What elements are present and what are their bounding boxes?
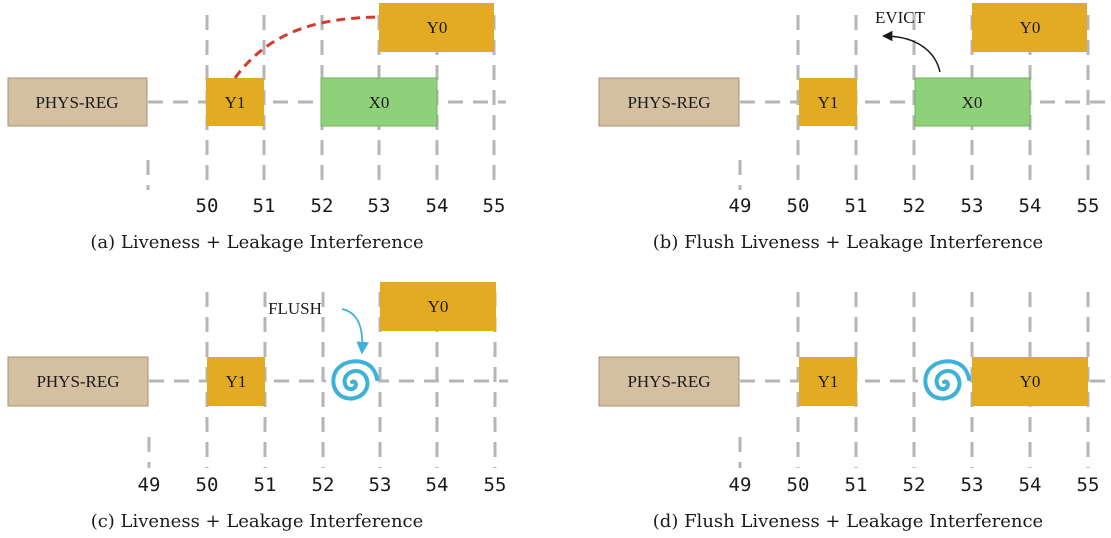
tick-label: 49 bbox=[138, 474, 161, 496]
y1-label: Y1 bbox=[226, 372, 247, 391]
tick-label: 55 bbox=[483, 195, 506, 217]
y1-label: Y1 bbox=[818, 372, 839, 391]
tick-label: 49 bbox=[729, 195, 752, 217]
phys-reg-label: PHYS-REG bbox=[627, 93, 710, 112]
y0-label: Y0 bbox=[427, 18, 448, 37]
tick-label: 53 bbox=[961, 474, 984, 496]
y1-box bbox=[207, 357, 265, 406]
tick-label: 52 bbox=[903, 195, 926, 217]
tick-label: 52 bbox=[312, 474, 335, 496]
flush-spiral-icon bbox=[326, 358, 379, 406]
tick-label: 50 bbox=[787, 474, 810, 496]
tick-label: 55 bbox=[1077, 195, 1100, 217]
y0-label: Y0 bbox=[1020, 18, 1041, 37]
y1-label: Y1 bbox=[818, 93, 839, 112]
tick-label: 52 bbox=[311, 195, 334, 217]
phys-reg-box bbox=[598, 356, 740, 407]
y0-label: Y0 bbox=[428, 297, 449, 316]
tick-label: 50 bbox=[787, 195, 810, 217]
y0-label: Y0 bbox=[1020, 372, 1041, 391]
phys-reg-label: PHYS-REG bbox=[627, 372, 710, 391]
tick-label: 53 bbox=[961, 195, 984, 217]
caption-b: (b) Flush Liveness + Leakage Interferenc… bbox=[653, 232, 1043, 253]
tick-label: 49 bbox=[729, 474, 752, 496]
y1-box bbox=[799, 357, 857, 406]
panel-c: PHYS-REG Y1 Y0 FLUSH 49 50 51 52 53 54 5… bbox=[7, 282, 508, 532]
tick-label: 55 bbox=[1077, 474, 1100, 496]
y1-label: Y1 bbox=[225, 93, 246, 112]
phys-reg-box bbox=[7, 77, 148, 127]
x0-label: X0 bbox=[369, 93, 390, 112]
phys-reg-box bbox=[598, 77, 740, 127]
tick-label: 53 bbox=[369, 474, 392, 496]
x0-box bbox=[320, 77, 438, 127]
leak-curve bbox=[233, 15, 380, 79]
tick-label: 54 bbox=[1019, 474, 1042, 496]
tick-label: 55 bbox=[484, 474, 507, 496]
phys-reg-box bbox=[7, 356, 149, 407]
tick-label: 54 bbox=[1019, 195, 1042, 217]
tick-label: 51 bbox=[253, 195, 276, 217]
flush-label: FLUSH bbox=[268, 299, 322, 318]
y0-box bbox=[380, 282, 496, 331]
y0-box bbox=[379, 3, 494, 52]
evict-label: EVICT bbox=[875, 8, 926, 27]
y1-box bbox=[799, 78, 857, 126]
flush-spiral-icon bbox=[918, 358, 971, 406]
x0-label: X0 bbox=[962, 93, 983, 112]
y1-box bbox=[206, 78, 264, 126]
panel-a: PHYS-REG Y1 X0 Y0 50 51 52 53 54 55 (a) … bbox=[7, 3, 506, 253]
caption-c: (c) Liveness + Leakage Interference bbox=[91, 511, 424, 532]
caption-d: (d) Flush Liveness + Leakage Interferenc… bbox=[653, 511, 1043, 532]
flush-arrow bbox=[341, 308, 369, 355]
tick-label: 51 bbox=[254, 474, 277, 496]
tick-label: 51 bbox=[845, 474, 868, 496]
x0-box bbox=[914, 77, 1031, 127]
phys-reg-label: PHYS-REG bbox=[35, 93, 118, 112]
tick-label: 51 bbox=[845, 195, 868, 217]
tick-label: 53 bbox=[368, 195, 391, 217]
tick-label: 54 bbox=[426, 195, 449, 217]
tick-label: 54 bbox=[426, 474, 449, 496]
caption-a: (a) Liveness + Leakage Interference bbox=[90, 232, 423, 253]
panel-d: PHYS-REG Y1 Y0 49 50 51 52 53 54 55 (d) … bbox=[598, 292, 1110, 532]
y0-box bbox=[972, 3, 1087, 52]
evict-arrow bbox=[881, 30, 941, 73]
panel-b: PHYS-REG Y1 X0 Y0 EVICT 49 50 51 52 53 5… bbox=[598, 3, 1110, 253]
tick-label: 52 bbox=[903, 474, 926, 496]
y0-box bbox=[972, 357, 1088, 406]
tick-label: 50 bbox=[196, 474, 219, 496]
phys-reg-label: PHYS-REG bbox=[36, 372, 119, 391]
tick-label: 50 bbox=[196, 195, 219, 217]
